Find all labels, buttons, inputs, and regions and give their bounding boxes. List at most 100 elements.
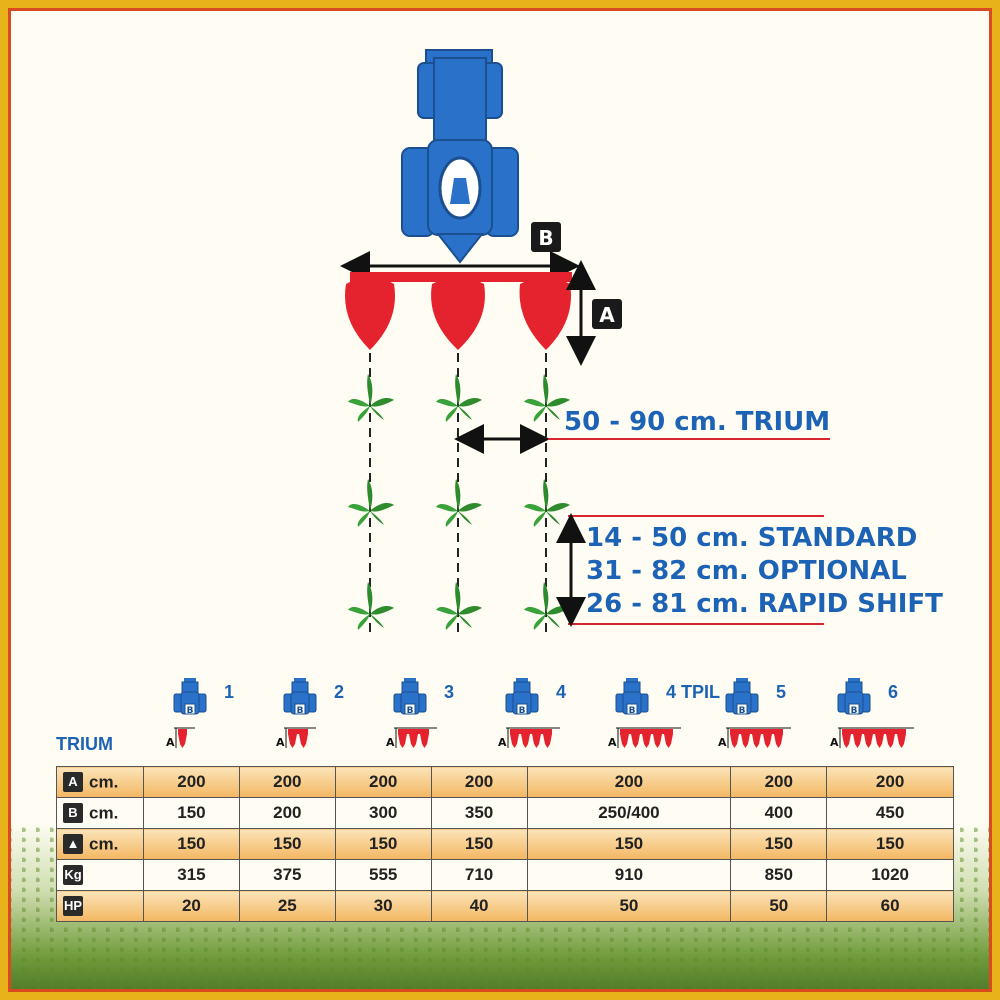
table-cell: 20 (143, 890, 240, 922)
svg-text:B: B (297, 706, 304, 716)
table-cell: 375 (238, 859, 336, 891)
svg-text:B: B (739, 706, 746, 716)
table-cell: 910 (526, 859, 732, 891)
model-number: 2 (334, 682, 345, 702)
table-cell: 200 (526, 766, 732, 798)
model-number: 3 (444, 682, 455, 702)
svg-text:A: A (718, 736, 727, 749)
seed-spacing-standard: 14 - 50 cm. STANDARD (586, 523, 917, 553)
table-cell: 250/400 (526, 797, 732, 829)
row-unit: cm. (89, 803, 119, 823)
mini-tractor-icon: B A (830, 678, 914, 749)
a-icon: A (63, 772, 83, 793)
table-cell: 150 (526, 828, 732, 860)
model-number: 4 (556, 682, 567, 702)
svg-text:B: B (629, 706, 636, 716)
table-cell: 1020 (826, 859, 954, 891)
model-header-3: B A 3 (376, 676, 486, 756)
svg-text:A: A (276, 736, 285, 749)
plants (348, 374, 570, 630)
model-header-5: B A 4 TPIL (598, 676, 720, 756)
table-cell: 315 (143, 859, 240, 891)
mini-tractor-icon: B A (498, 678, 560, 749)
table-cell: 200 (430, 766, 528, 798)
model-number: 1 (224, 682, 235, 702)
table-cell: 400 (730, 797, 828, 829)
model-number: 4 TPIL (666, 682, 721, 702)
row-key: Kg (56, 859, 144, 891)
model-header-6: B A 5 (708, 676, 818, 756)
width-icon: ▲ (63, 834, 83, 855)
model-number: 5 (776, 682, 787, 702)
table-cell: 200 (143, 766, 240, 798)
mini-tractor-icon: B A (718, 678, 791, 749)
planter-units (345, 272, 572, 350)
svg-text:B: B (407, 706, 414, 716)
svg-text:A: A (498, 736, 507, 749)
table-cell: 150 (143, 828, 240, 860)
model-header-4: B A 4 (488, 676, 598, 756)
table-cell: 150 (238, 828, 336, 860)
svg-text:A: A (386, 736, 395, 749)
row-unit: cm. (89, 772, 119, 792)
table-cell: 350 (430, 797, 528, 829)
svg-text:A: A (166, 736, 175, 749)
table-cell: 50 (526, 890, 732, 922)
table-cell: 150 (730, 828, 828, 860)
b-icon: B (63, 803, 83, 824)
table-cell: 300 (334, 797, 432, 829)
seed-spacing-rapid-shift: 26 - 81 cm. RAPID SHIFT (586, 589, 943, 619)
row-key: HP (56, 890, 144, 922)
label-b: B (538, 226, 553, 250)
table-cell: 25 (238, 890, 336, 922)
table-cell: 710 (430, 859, 528, 891)
svg-text:B: B (851, 706, 858, 716)
table-cell: 450 (826, 797, 954, 829)
table-cell: 555 (334, 859, 432, 891)
model-header-2: B A 2 (266, 676, 376, 756)
model-number: 6 (888, 682, 899, 702)
hp-icon: HP (63, 896, 83, 917)
mini-tractor-icon: B A (386, 678, 437, 749)
table-cell: 60 (826, 890, 954, 922)
table-cell: 40 (430, 890, 528, 922)
table-cell: 50 (730, 890, 828, 922)
row-unit: cm. (89, 834, 119, 854)
table-cell: 200 (238, 797, 336, 829)
table-cell: 150 (826, 828, 954, 860)
label-a: A (599, 303, 615, 327)
tractor-icon (401, 49, 519, 264)
mini-tractor-icon: B A (276, 678, 317, 749)
planter-diagram: B A 5 (340, 49, 943, 633)
brand-label: TRIUM (56, 734, 113, 754)
table-cell: 200 (334, 766, 432, 798)
svg-text:A: A (608, 736, 617, 749)
svg-text:A: A (830, 736, 839, 749)
mini-tractor-icon: B A (608, 678, 681, 749)
table-cell: 850 (730, 859, 828, 891)
svg-text:B: B (519, 706, 526, 716)
model-header-1: B A 1 (156, 676, 266, 756)
table-cell: 200 (826, 766, 954, 798)
row-spacing-label: 50 - 90 cm. TRIUM (564, 407, 830, 437)
table-cell: 150 (143, 797, 240, 829)
table-cell: 200 (730, 766, 828, 798)
svg-text:B: B (187, 706, 194, 716)
table-cell: 150 (334, 828, 432, 860)
kg-icon: Kg (63, 865, 83, 886)
table-cell: 30 (334, 890, 432, 922)
row-key: ▲ cm. (56, 828, 144, 860)
table-cell: 150 (430, 828, 528, 860)
table-cell: 200 (238, 766, 336, 798)
seed-spacing-optional: 31 - 82 cm. OPTIONAL (586, 556, 907, 586)
mini-tractor-icon: B A (166, 678, 207, 749)
